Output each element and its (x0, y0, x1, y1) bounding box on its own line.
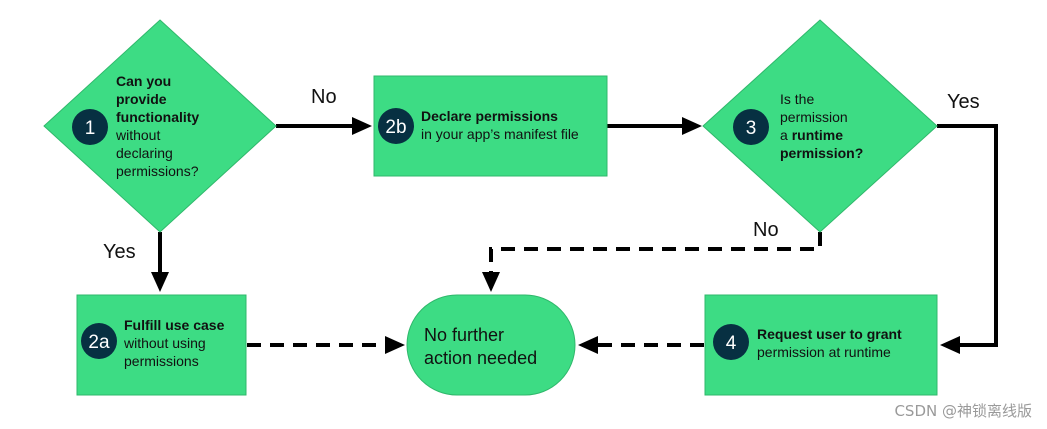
decision-1-line-5: declaring (116, 145, 173, 161)
process-4-line-1: Request user to grant (757, 326, 902, 342)
terminal-line-2: action needed (424, 348, 537, 368)
decision-1-line-4: without (115, 127, 160, 143)
decision-3-line-2: permission (780, 109, 848, 125)
process-2a-line-2: without using (123, 335, 206, 351)
terminal-node: No further action needed (406, 294, 576, 396)
arrowhead-2a (151, 272, 169, 292)
edge-label-3-no: No (753, 219, 779, 241)
decision-3-line-4: permission? (780, 145, 863, 161)
process-4-line-2: permission at runtime (757, 344, 891, 360)
process-2b-line-2: in your app’s manifest file (421, 126, 579, 142)
process-2b-line-1: Declare permissions (421, 108, 558, 124)
decision-diamond-3 (702, 19, 938, 233)
terminal-line-1: No further (424, 325, 504, 345)
process-2a-line-3: permissions (124, 353, 199, 369)
edge-label-1-no: No (311, 86, 337, 108)
arrowhead-4 (940, 336, 960, 354)
step-badge-1 (72, 109, 108, 145)
decision-3-line-1: Is the (780, 91, 814, 107)
decision-node-3: 3 Is the permission a runtime permission… (702, 19, 938, 233)
step-badge-1-label: 1 (85, 118, 96, 139)
step-badge-4 (713, 324, 749, 360)
decision-1-line-3: functionality (116, 109, 199, 125)
process-node-4: 4 Request user to grant permission at ru… (704, 294, 938, 396)
decision-1-line-2: provide (116, 91, 167, 107)
step-badge-3-label: 3 (746, 118, 757, 139)
decision-3-line-3: a runtime (780, 127, 843, 143)
arrowhead-2b (352, 117, 372, 135)
edge-label-1-yes: Yes (103, 241, 136, 263)
step-badge-3 (733, 109, 769, 145)
edge-3-to-4 (937, 124, 998, 347)
arrowhead-terminal-right (578, 336, 598, 354)
decision-3-line-3-prefix: a (780, 127, 792, 143)
decision-diamond-1 (43, 19, 277, 233)
decision-1-line-1: Can you (116, 73, 171, 89)
decision-node-1: 1 Can you provide functionality without … (43, 19, 277, 233)
step-badge-2b (378, 108, 414, 144)
decision-1-line-6: permissions? (116, 163, 199, 179)
decision-3-line-3-bold: runtime (792, 127, 844, 143)
step-badge-2a-label: 2a (88, 332, 110, 353)
process-node-2a: 2a Fulfill use case without using permis… (76, 294, 247, 396)
step-badge-2a (81, 323, 117, 359)
edge-label-3-yes: Yes (947, 91, 980, 113)
process-node-2b: 2b Declare permissions in your app’s man… (373, 75, 608, 177)
arrowhead-3 (682, 117, 702, 135)
arrowhead-terminal-top (482, 272, 500, 292)
arrowhead-terminal-left (385, 336, 405, 354)
watermark: CSDN @神锁离线版 (894, 402, 1032, 420)
step-badge-4-label: 4 (726, 333, 737, 354)
terminal-shape (406, 294, 576, 396)
edge-3-to-terminal (489, 232, 822, 272)
step-badge-2b-label: 2b (385, 117, 406, 138)
process-2a-line-1: Fulfill use case (124, 317, 225, 333)
